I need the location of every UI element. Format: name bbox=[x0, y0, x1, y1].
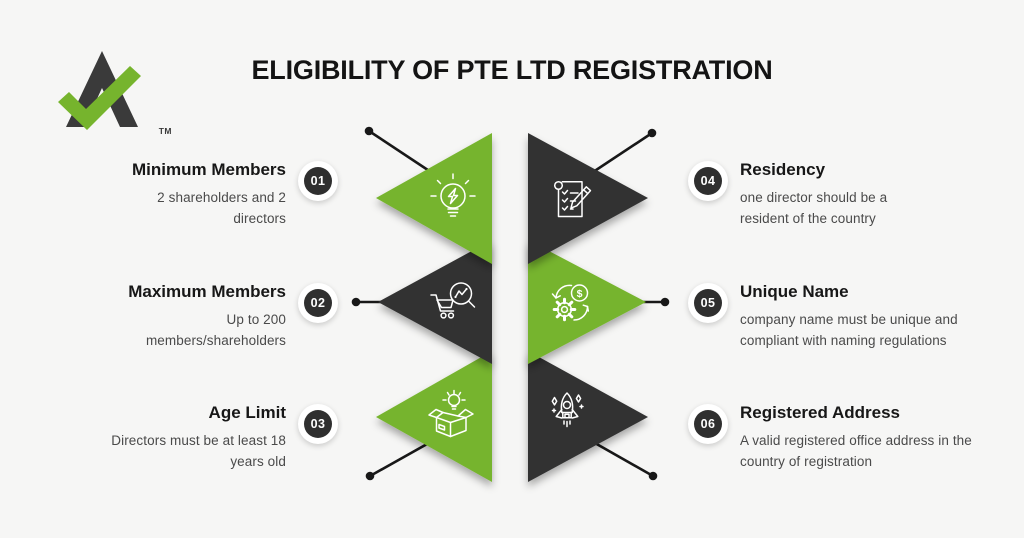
page-title: ELIGIBILITY OF PTE LTD REGISTRATION bbox=[251, 55, 773, 85]
item-description: 2 shareholders and 2 directors bbox=[157, 190, 286, 226]
triangle-right-3-dark bbox=[528, 351, 648, 482]
triangle-right-1-dark bbox=[528, 133, 648, 264]
item-title: Maximum Members bbox=[128, 282, 286, 301]
trademark-label: TM bbox=[158, 126, 172, 136]
connector-dot bbox=[647, 128, 657, 138]
step-number: 01 bbox=[304, 167, 332, 195]
connector-dot bbox=[648, 471, 658, 481]
step-number: 04 bbox=[694, 167, 722, 195]
checklist-pencil-icon bbox=[553, 180, 592, 218]
logo-checkmark-shape bbox=[58, 66, 141, 130]
box-idea-icon bbox=[428, 389, 474, 438]
item-registered-address: 06 Registered Address A valid registered… bbox=[688, 401, 980, 472]
item-description: company name must be unique and complian… bbox=[740, 312, 958, 348]
item-description: one director should be a resident of the… bbox=[740, 190, 888, 226]
item-title: Age Limit bbox=[208, 403, 286, 422]
triangle-left-1-green bbox=[376, 133, 492, 264]
item-description: Directors must be at least 18 years old bbox=[111, 433, 286, 469]
step-number: 06 bbox=[694, 410, 722, 438]
triangle-left-2-dark bbox=[378, 240, 492, 364]
svg-text:$: $ bbox=[577, 288, 583, 300]
connector-dot bbox=[351, 297, 361, 307]
item-description: Up to 200 members/shareholders bbox=[145, 312, 286, 348]
connector-dot bbox=[364, 126, 374, 136]
step-badge-02: 02 bbox=[298, 283, 338, 323]
step-badge-03: 03 bbox=[298, 404, 338, 444]
cart-analytics-icon bbox=[430, 282, 476, 319]
item-title: Registered Address bbox=[740, 403, 900, 422]
step-number: 02 bbox=[304, 289, 332, 317]
triangle-right-2-green bbox=[528, 240, 646, 364]
connector-dot bbox=[365, 471, 375, 481]
connector-dot bbox=[660, 297, 670, 307]
step-number: 05 bbox=[694, 289, 722, 317]
step-badge-06: 06 bbox=[688, 404, 728, 444]
step-badge-01: 01 bbox=[298, 161, 338, 201]
item-title: Residency bbox=[740, 160, 826, 179]
item-maximum-members: Maximum Members Up to 200 members/shareh… bbox=[70, 280, 338, 351]
a-checkmark-logo-graphic bbox=[58, 51, 141, 130]
step-badge-05: 05 bbox=[688, 283, 728, 323]
step-badge-04: 04 bbox=[688, 161, 728, 201]
item-age-limit: Age Limit Directors must be at least 18 … bbox=[70, 401, 338, 472]
company-logo: TM bbox=[56, 46, 171, 140]
item-title: Minimum Members bbox=[132, 160, 286, 179]
rocket-icon bbox=[551, 392, 584, 428]
gear-dollar-icon: $ bbox=[551, 284, 590, 322]
item-minimum-members: Minimum Members 2 shareholders and 2 dir… bbox=[70, 158, 338, 229]
item-residency: 04 Residency one director should be a re… bbox=[688, 158, 980, 229]
center-triangle-graphic: $ bbox=[351, 126, 670, 482]
idea-bulb-icon bbox=[430, 173, 476, 217]
step-number: 03 bbox=[304, 410, 332, 438]
item-title: Unique Name bbox=[740, 282, 849, 301]
item-description: A valid registered office address in the… bbox=[740, 433, 972, 469]
item-unique-name: 05 Unique Name company name must be uniq… bbox=[688, 280, 980, 351]
